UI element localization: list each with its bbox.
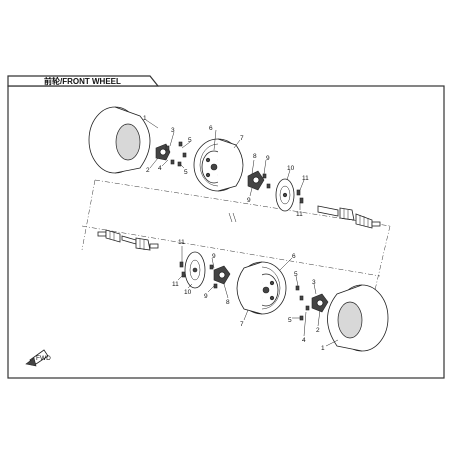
front-direction-arrow-icon: FWD [25,349,51,367]
callout-2: 2 [316,327,320,334]
callout-4: 4 [302,337,306,344]
axis-lines [81,179,391,291]
callout-5: 5 [188,137,192,144]
callout-9: 9 [266,155,270,162]
callout-1: 1 [321,345,325,352]
callout-7: 7 [240,135,244,142]
callout-10: 10 [184,289,192,296]
front-arrow-label: FWD [36,355,51,362]
callout-2: 2 [146,167,150,174]
callout-7: 7 [240,321,244,328]
callout-5: 5 [288,317,292,324]
lower-wheel-assembly [97,229,389,352]
callout-9: 9 [204,293,208,300]
diagram-frame: 前轮/FRONT WHEEL [7,75,445,379]
callout-9: 9 [247,197,251,204]
callout-6: 6 [209,125,213,132]
lower-brake-disc [179,251,206,289]
upper-wheel-assembly [88,106,381,229]
callout-3: 3 [171,127,175,134]
callout-9: 9 [212,253,216,260]
upper-wheel-hub-bearing [247,170,271,191]
upper-hub [155,141,187,167]
page-title: 前轮/FRONT WHEEL [44,76,121,86]
callout-8: 8 [253,153,257,160]
callout-11: 11 [302,175,309,182]
callout-4: 4 [158,165,162,172]
upper-brake-disc [275,178,304,212]
upper-drive-shaft [317,205,381,229]
callout-5: 5 [294,271,298,278]
lower-wheel-hub-bearing [209,264,231,289]
callout-11: 11 [172,281,179,288]
lower-rim [236,261,287,315]
callout-1: 1 [143,115,147,122]
lower-drive-shaft [97,229,159,251]
lower-hub [295,285,329,321]
leader-lines [145,119,339,347]
lower-tire [327,284,389,352]
callout-labels: 1 2 3 4 5 5 6 7 8 9 9 10 11 11 11 11 10 … [143,115,325,352]
upper-rim [193,138,244,192]
callout-11: 11 [178,239,185,246]
callout-5: 5 [184,169,188,176]
callout-6: 6 [292,253,296,260]
callout-11: 11 [296,211,303,218]
callout-8: 8 [226,299,230,306]
callout-3: 3 [312,279,316,286]
upper-tire [88,106,151,174]
callout-10: 10 [287,165,295,172]
